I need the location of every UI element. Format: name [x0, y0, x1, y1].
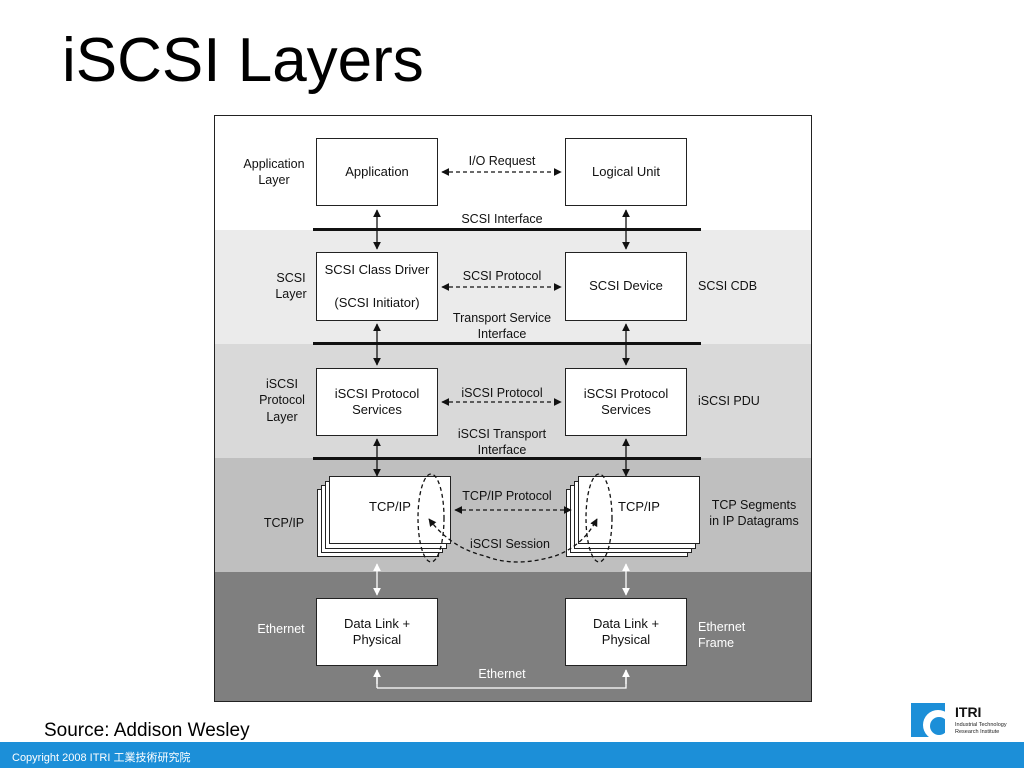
iscsi-pdu-label: iSCSI PDU: [698, 394, 760, 408]
itri-logo: ITRI Industrial Technology Research Inst…: [911, 703, 1021, 739]
footer-bar: Copyright 2008 ITRI 工業技術研究院: [0, 742, 1024, 768]
itri-logo-subtitle-line1: Industrial Technology: [955, 722, 1007, 728]
tcp-segments-label: TCP Segments in IP Datagrams: [709, 498, 799, 529]
scsi-cdb-label: SCSI CDB: [698, 279, 758, 293]
itri-logo-icon: [911, 703, 945, 737]
scsi-interface-line: [313, 228, 701, 231]
iscsi-transport-interface-line: [313, 457, 701, 460]
diagram-connectors: [373, 168, 630, 689]
footer-copyright: Copyright 2008 ITRI 工業技術研究院: [12, 752, 191, 764]
layer-label-tcpip: TCP/IP: [263, 516, 305, 530]
scsi-class-driver-box: SCSI Class Driver (SCSI Initiator): [316, 252, 438, 321]
itri-logo-name: ITRI: [955, 704, 982, 720]
tcpip-right-box: TCP/IP: [578, 476, 700, 544]
io-request-label: I/O Request: [468, 154, 536, 168]
scsi-device-box: SCSI Device: [565, 252, 687, 321]
band-ethernet: [215, 572, 811, 701]
transport-service-interface-line: [313, 342, 701, 345]
scsi-protocol-label: SCSI Protocol: [462, 269, 542, 283]
scsi-interface-label: SCSI Interface: [461, 212, 543, 226]
iscsi-protocol-label: iSCSI Protocol: [461, 386, 543, 400]
session-ellipse-right: [585, 473, 613, 563]
slide-title: iSCSI Layers: [62, 26, 424, 95]
ethernet-link-label: Ethernet: [478, 667, 526, 681]
iscsi-services-left-box: iSCSI Protocol Services: [316, 368, 438, 436]
datalink-left-box: Data Link + Physical: [316, 598, 438, 666]
band-tcpip: [215, 458, 811, 572]
application-box: Application: [316, 138, 438, 206]
source-caption: Source: Addison Wesley: [44, 720, 250, 741]
tcpip-left-box: TCP/IP: [329, 476, 451, 544]
logical-unit-box: Logical Unit: [565, 138, 687, 206]
transport-service-interface-label: Transport Service Interface: [452, 311, 552, 342]
itri-logo-subtitle-line2: Research Institute: [955, 729, 1000, 735]
iscsi-transport-interface-label: iSCSI Transport Interface: [457, 427, 547, 458]
iscsi-services-right-box: iSCSI Protocol Services: [565, 368, 687, 436]
session-ellipse-left: [417, 473, 445, 563]
layer-label-ethernet: Ethernet: [257, 622, 305, 636]
iscsi-session-label: iSCSI Session: [470, 537, 550, 551]
datalink-right-box: Data Link + Physical: [565, 598, 687, 666]
tcpip-protocol-label: TCP/IP Protocol: [462, 489, 552, 503]
ethernet-frame-label: Ethernet Frame: [698, 620, 746, 651]
